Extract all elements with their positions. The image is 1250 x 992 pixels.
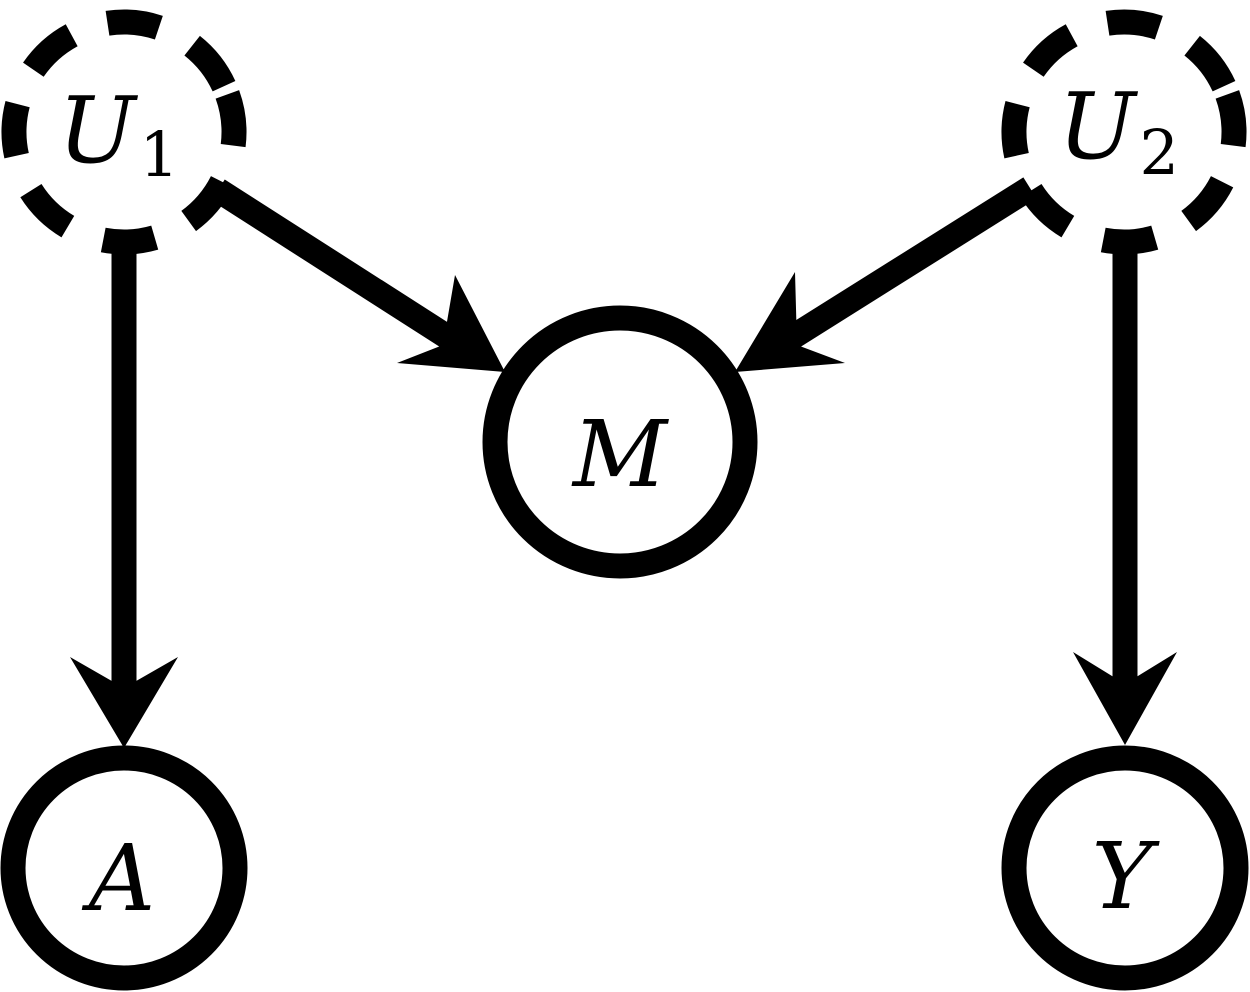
node-m-label: M [571, 401, 670, 508]
node-u2-label: U2 [1058, 73, 1179, 189]
arrowhead-y [1073, 652, 1177, 745]
arrowhead-m-right [735, 272, 845, 372]
node-y-circle [1001, 745, 1249, 991]
arrowhead-a [70, 657, 178, 748]
node-a-circle [0, 745, 248, 991]
node-a-label: A [81, 825, 155, 932]
edge-u2-m [773, 177, 1037, 356]
arrowhead-m-left [397, 275, 505, 372]
node-u1-label: U1 [58, 77, 179, 191]
node-y-label: Y [1092, 823, 1161, 930]
node-u2-circle [1001, 9, 1247, 255]
node-u1-circle [1, 9, 247, 255]
edge-u1-m [211, 179, 467, 356]
node-m-circle [482, 305, 758, 579]
